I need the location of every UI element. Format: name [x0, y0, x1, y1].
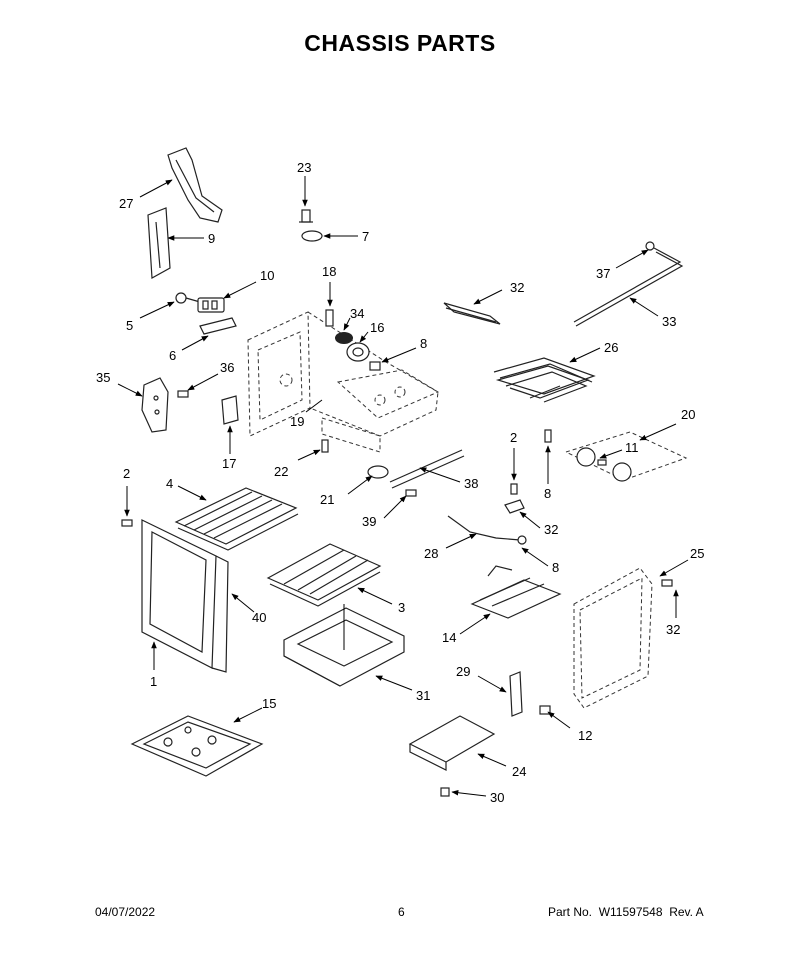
part-2-screw-mid	[510, 483, 518, 495]
part-24-side-panel	[573, 567, 653, 709]
callout-16: 20	[681, 407, 695, 422]
footer-part-number: Part No. W11597548 Rev. A	[548, 905, 704, 919]
footer-part-value: W11597548	[598, 905, 663, 919]
part-1-door	[141, 519, 229, 673]
callout-26: 28	[424, 546, 438, 561]
callout-27: 27	[119, 196, 133, 211]
oven-chassis-frame	[247, 311, 440, 453]
callout-30: 32	[510, 280, 524, 295]
part-18-sensor	[325, 309, 334, 327]
callout-13: 17	[222, 456, 236, 471]
page-title: CHASSIS PARTS	[304, 30, 496, 56]
callout-31: 32	[544, 522, 558, 537]
leader-lines	[117, 176, 689, 797]
part-39-screw	[405, 489, 417, 497]
callout-39: 39	[362, 514, 376, 529]
callout-5: 5	[126, 318, 133, 333]
callout-2-left: 2	[123, 466, 130, 481]
callout-40: 40	[252, 610, 266, 625]
callout-12: 16	[370, 320, 384, 335]
callout-4: 4	[166, 476, 173, 491]
callout-9: 9	[208, 231, 215, 246]
part-6-bracket	[199, 317, 237, 335]
part-25-broil-element	[493, 357, 596, 403]
part-9-panel	[147, 207, 171, 279]
callout-7: 7	[362, 229, 369, 244]
part-32-screw-bottom	[440, 787, 450, 797]
part-20-igniter	[367, 465, 389, 479]
part-10-switch	[197, 297, 225, 313]
callout-15: 15	[262, 696, 276, 711]
callout-2-mid: 2	[510, 430, 517, 445]
part-23-bracket	[408, 715, 496, 771]
part-37-sensor	[645, 241, 655, 251]
part-34-gasket	[335, 332, 353, 344]
callout-11: 11	[625, 440, 639, 455]
part-32-screw-right	[661, 579, 673, 587]
callout-28: 29	[456, 664, 470, 679]
callout-23: 24	[512, 764, 526, 779]
part-22-screw	[299, 209, 313, 223]
callout-34: 34	[350, 306, 364, 321]
callout-14: 14	[442, 630, 456, 645]
part-38-element	[389, 449, 465, 489]
part-8-screw-top	[369, 361, 381, 371]
callout-32-bottom: 30	[490, 790, 504, 805]
part-30-vent	[443, 302, 501, 325]
footer-part-label: Part No.	[548, 905, 593, 919]
part-5-thermostat	[175, 292, 201, 304]
callout-8-low: 8	[552, 560, 559, 575]
part-14-bake-element	[470, 565, 562, 619]
footer-date: 04/07/2022	[95, 905, 156, 919]
part-2-screw-left	[121, 519, 133, 527]
part-35-cover	[141, 377, 169, 433]
part-26-wire	[447, 515, 527, 545]
part-16-knob-group	[564, 431, 688, 482]
callout-1: 1	[150, 674, 157, 689]
part-3-rack	[266, 543, 382, 607]
part-21-screw	[321, 439, 329, 453]
part-4-rack	[174, 487, 299, 551]
callout-17: 12	[578, 728, 592, 743]
callout-8-right: 8	[544, 486, 551, 501]
callout-21: 22	[274, 464, 288, 479]
callout-29: 31	[416, 688, 430, 703]
callout-37: 37	[596, 266, 610, 281]
part-31-bracket	[504, 499, 525, 514]
part-7-clip	[301, 230, 323, 242]
callout-38: 38	[464, 476, 478, 491]
callout-3: 3	[398, 600, 405, 615]
part-15-pan	[130, 715, 264, 777]
part-2-screw-right	[544, 429, 552, 443]
part-27-bracket	[167, 147, 223, 223]
callout-18: 18	[322, 264, 336, 279]
part-28-bracket	[509, 671, 523, 717]
callout-22: 23	[297, 160, 311, 175]
callout-19: 19	[290, 414, 304, 429]
callout-labels: 27 9 23 7 10 18 5 6 34 16 8 35 36 19 17 …	[96, 160, 704, 805]
part-12-fan	[346, 342, 370, 362]
callout-6: 6	[169, 348, 176, 363]
part-36-screw	[177, 390, 189, 398]
callout-25: 26	[604, 340, 618, 355]
part-13-bracket	[221, 395, 239, 425]
callout-24: 25	[690, 546, 704, 561]
part-17-screw	[539, 705, 551, 715]
callout-8-top: 8	[420, 336, 427, 351]
callout-20: 21	[320, 492, 334, 507]
footer-page-number: 6	[398, 905, 405, 919]
part-33-rod	[573, 247, 684, 327]
callout-36: 36	[220, 360, 234, 375]
callout-32-right: 32	[666, 622, 680, 637]
callout-10: 10	[260, 268, 274, 283]
footer-revision: Rev. A	[669, 905, 704, 919]
callout-35: 35	[96, 370, 110, 385]
callout-33: 33	[662, 314, 676, 329]
